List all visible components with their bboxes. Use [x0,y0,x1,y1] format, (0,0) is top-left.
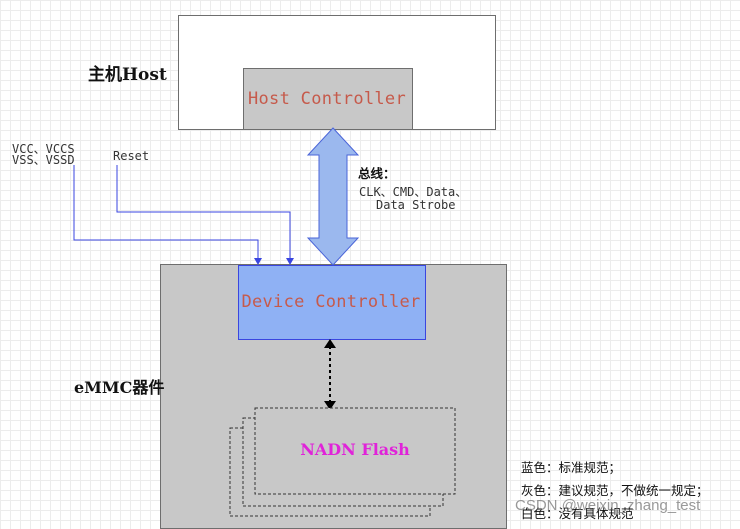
internal-bus-arrow-up [324,339,336,348]
reset-label: Reset [113,149,150,163]
internal-bus-arrow-down [324,401,336,410]
bus-line-2: Data Strobe [376,198,456,212]
reset-line [116,165,291,262]
device-controller-box [238,265,426,340]
host-controller-label: Host Controller [247,89,407,109]
device-controller-label: Device Controller [241,292,421,312]
legend-white: 白色：没有具体规范 [521,506,634,521]
flash-label: NADN Flash [300,440,410,459]
power-label-1: VCC、VCCS [12,142,75,156]
bus-double-arrow [306,127,360,266]
reset-arrowhead [286,258,294,265]
host-label: 主机Host [88,65,167,85]
bus-line-1: CLK、CMD、Data、 [359,185,468,199]
power-label-2: VSS、VSSD [12,153,75,167]
power-arrowhead [254,258,262,265]
legend-gray: 灰色：建议规范，不做统一规定； [521,483,709,498]
power-line [73,165,259,262]
watermark: CSDN @weixin_zhang_test [515,497,701,514]
bus-title: 总线： [358,166,396,181]
legend: 蓝色：标准规范； 灰色：建议规范，不做统一规定； 白色：没有具体规范 [521,456,709,525]
flash-layer-1 [254,407,456,495]
legend-blue: 蓝色：标准规范； [521,460,622,475]
host-controller-box [243,68,413,130]
emmc-label: eMMC器件 [74,378,165,397]
